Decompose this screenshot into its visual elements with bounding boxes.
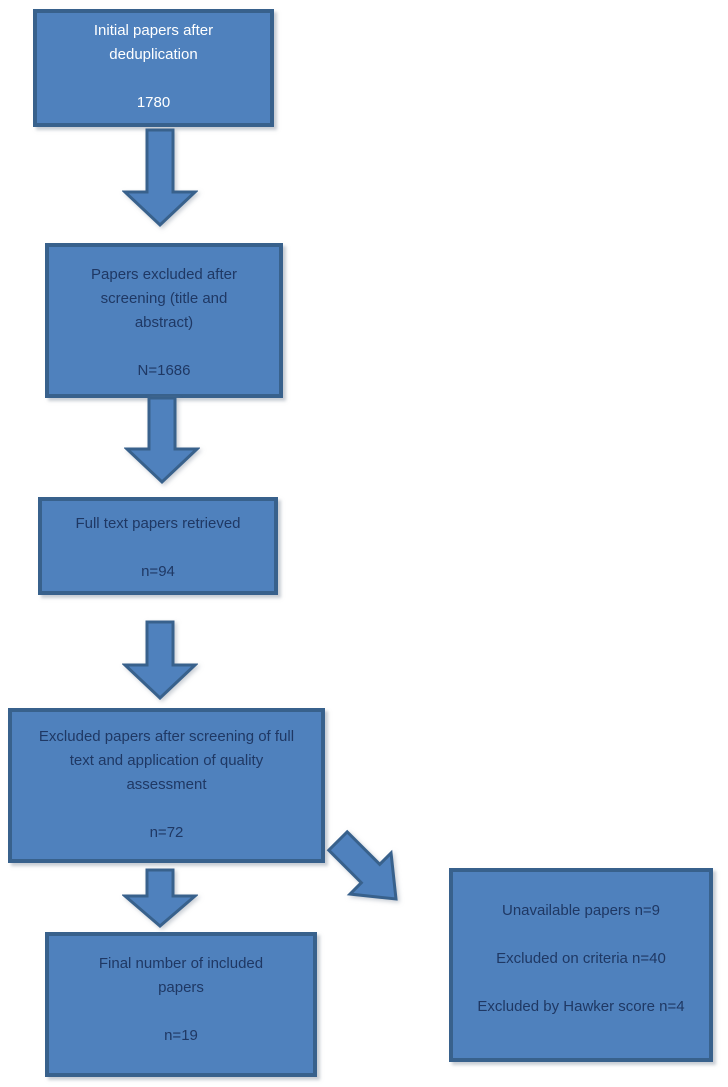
down-arrow-icon xyxy=(124,397,200,485)
box-count: n=94 xyxy=(141,563,175,580)
box-text-line: screening (title and xyxy=(100,290,228,307)
box-text-line: Excluded by Hawker score n=4 xyxy=(477,998,685,1015)
down-arrow-icon xyxy=(122,128,198,228)
box-text-line: abstract) xyxy=(134,314,194,331)
down-arrow-icon xyxy=(122,868,198,928)
box-text-line: Excluded on criteria n=40 xyxy=(496,950,666,967)
box-count: n=19 xyxy=(164,1027,198,1044)
box-count: N=1686 xyxy=(137,362,191,379)
box-text-line: Unavailable papers n=9 xyxy=(501,902,661,919)
box-text-line: deduplication xyxy=(109,46,198,63)
box-count: n=72 xyxy=(149,824,184,841)
flow-box-full-text-retrieved: Full text papers retrieved n=94 xyxy=(38,497,278,595)
flow-box-final-included: Final number of included papers n=19 xyxy=(45,932,317,1077)
box-text-line: Full text papers retrieved xyxy=(75,515,241,532)
box-count: 1780 xyxy=(136,94,171,111)
box-text-line: Papers excluded after xyxy=(91,266,237,283)
flow-box-initial-papers: Initial papers after deduplication 1780 xyxy=(33,9,274,127)
flow-box-excluded-screening: Papers excluded after screening (title a… xyxy=(45,243,283,398)
box-text-line: Final number of included xyxy=(98,955,264,972)
flow-box-exclusion-reasons: Unavailable papers n=9 Excluded on crite… xyxy=(449,868,713,1062)
down-arrow-icon xyxy=(122,620,198,700)
box-text-line: Initial papers after xyxy=(93,22,214,39)
diagonal-arrow-icon xyxy=(326,829,398,901)
box-text-line: text and application of quality xyxy=(69,752,264,769)
box-text-line: Excluded papers after screening of full xyxy=(38,728,295,745)
box-text-line: papers xyxy=(158,979,204,996)
flow-box-excluded-full-text: Excluded papers after screening of full … xyxy=(8,708,325,863)
box-text-line: assessment xyxy=(126,776,207,793)
